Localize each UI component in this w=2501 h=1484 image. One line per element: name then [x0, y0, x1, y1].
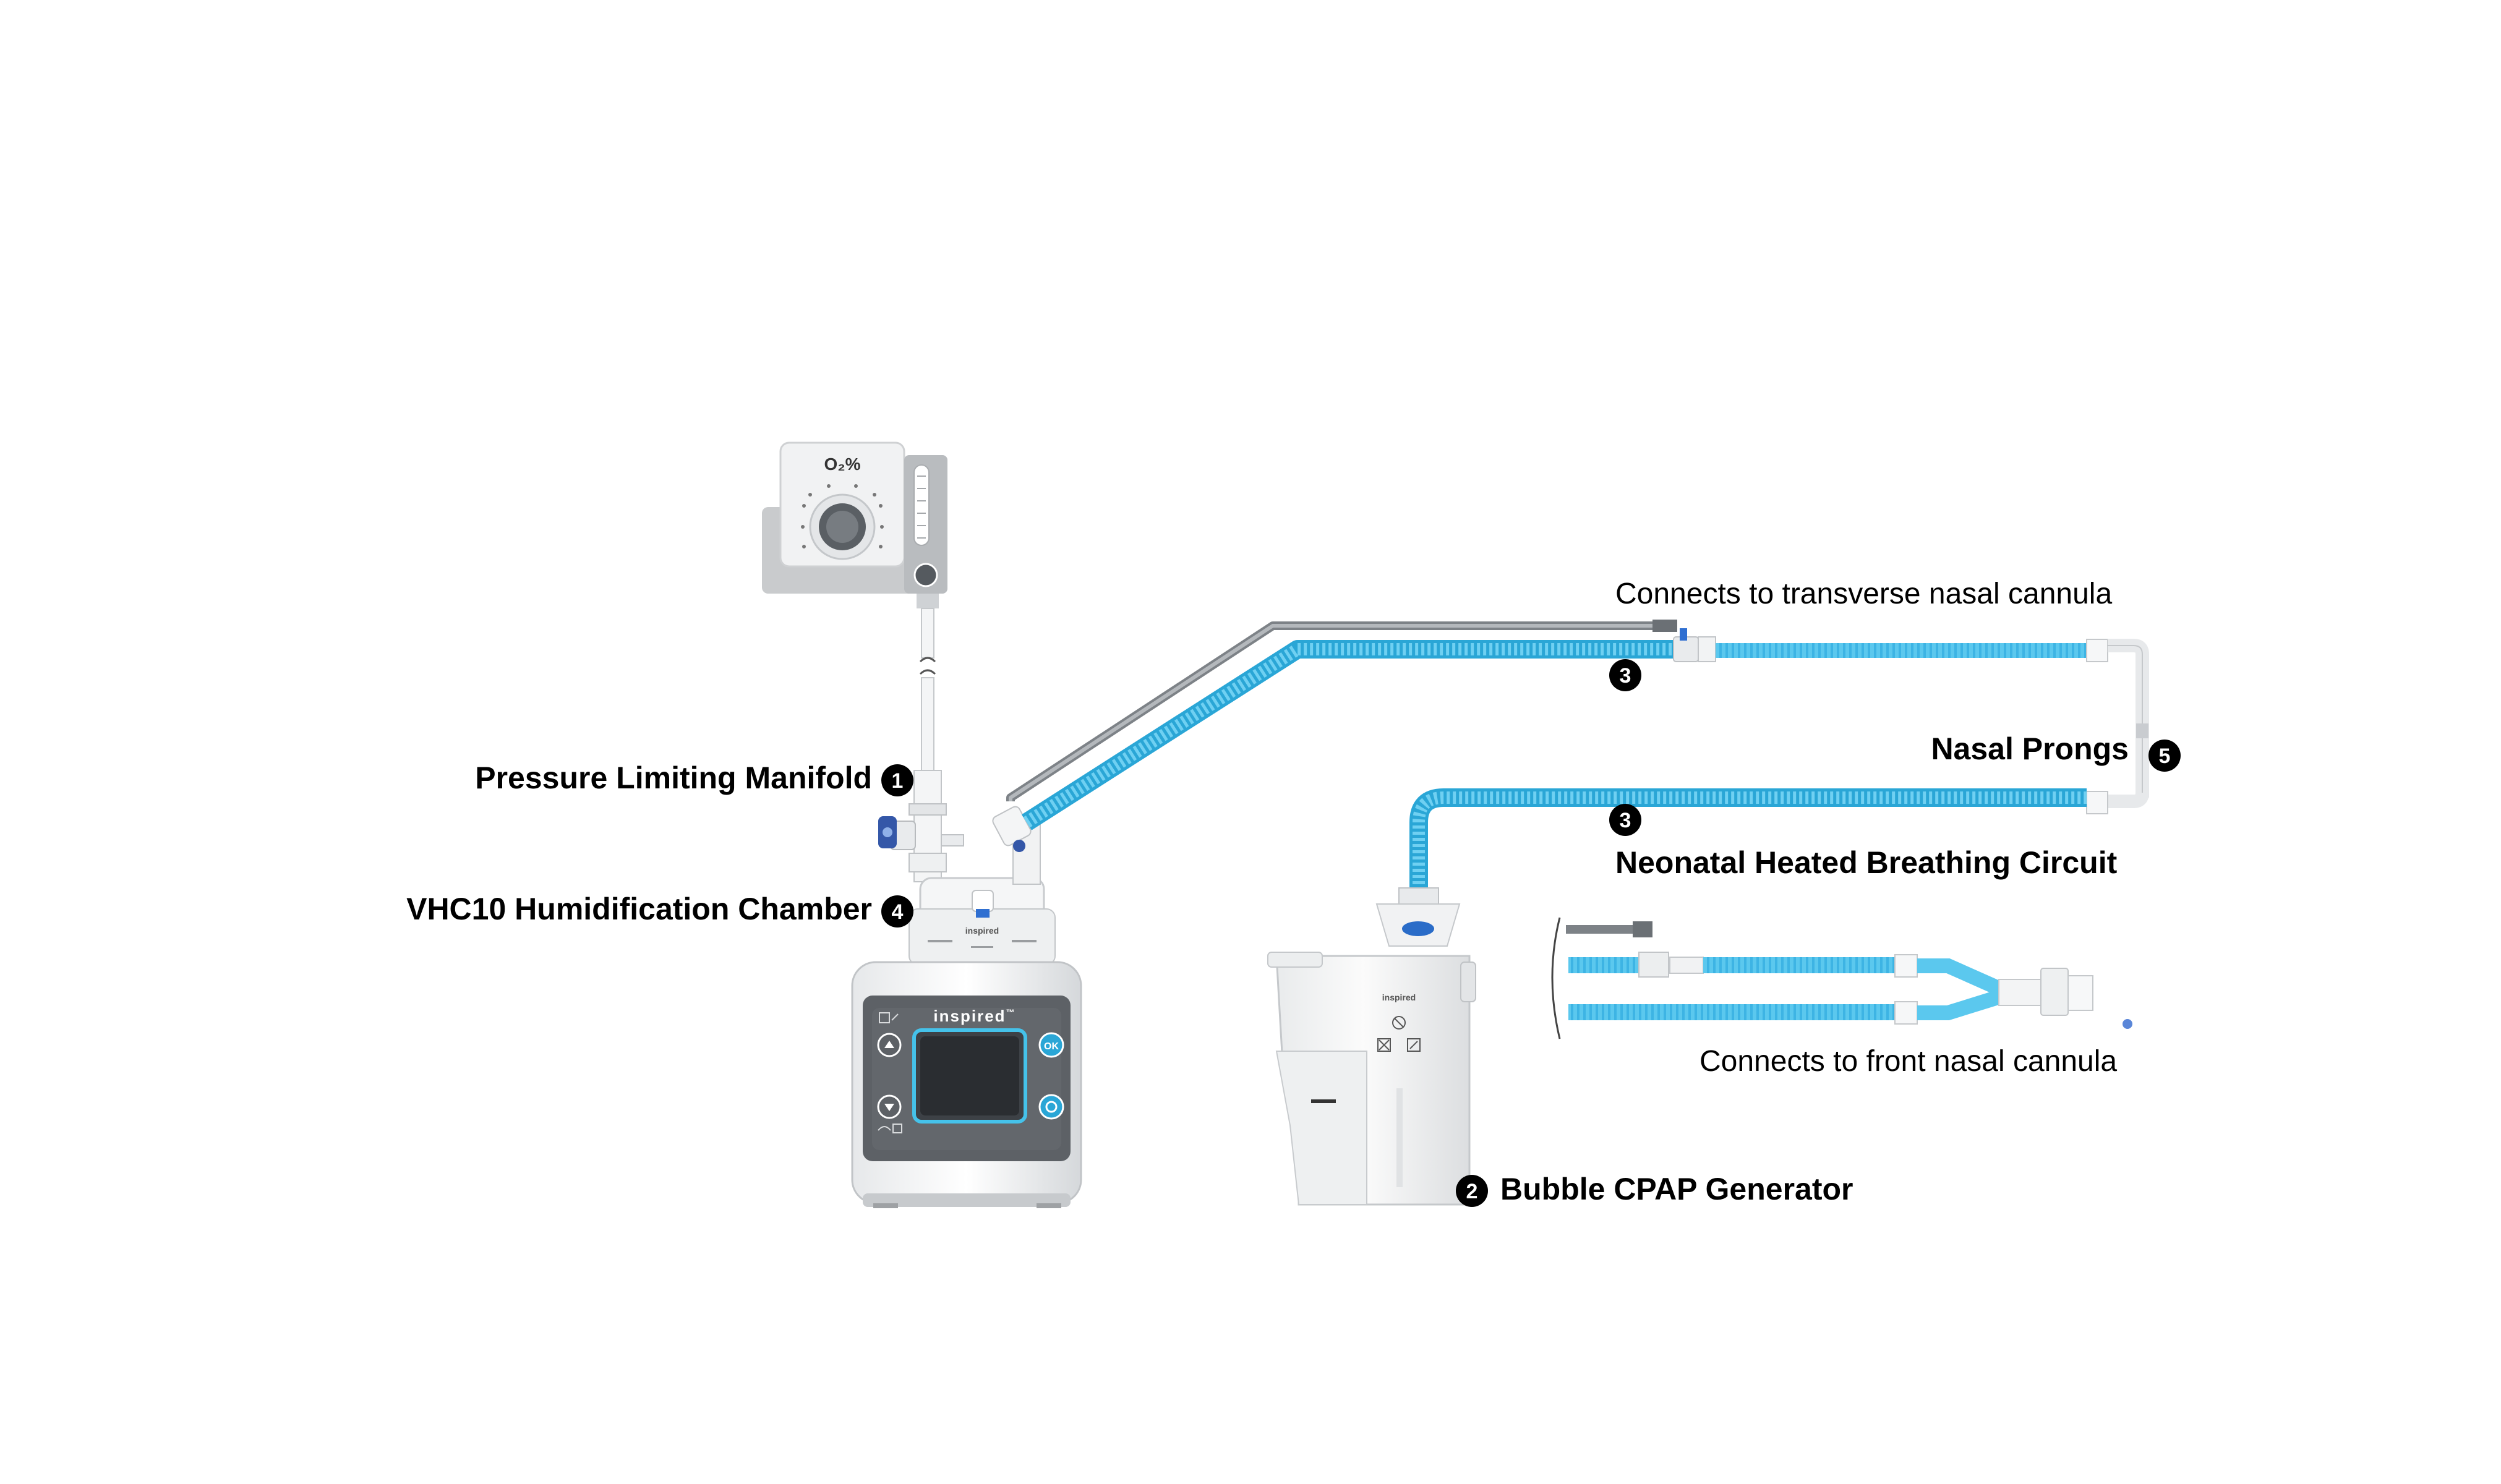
ok-button[interactable]	[1038, 1032, 1064, 1058]
callout-1: 1	[881, 764, 913, 796]
blender-o2-label: O₂%	[824, 454, 860, 474]
chamber-brand: inspired	[965, 926, 999, 936]
settings-button[interactable]	[1038, 1094, 1064, 1120]
callout-3-top: 3	[1609, 659, 1641, 691]
svg-text:4: 4	[892, 900, 904, 924]
bubble-cpap-generator: inspired	[1267, 887, 1476, 1206]
svg-text:3: 3	[1620, 664, 1631, 688]
svg-text:2: 2	[1466, 1180, 1478, 1203]
svg-text:3: 3	[1620, 809, 1631, 832]
svg-text:5: 5	[2159, 744, 2171, 768]
flow-adjust-knob[interactable]	[913, 563, 938, 587]
cpap-label-panel	[1377, 1016, 1421, 1052]
heated-breathing-circuit-upper	[1006, 620, 2108, 830]
humidifier-brand: inspired™	[933, 1007, 1015, 1025]
callout-2: 2	[1456, 1175, 1488, 1207]
gas-supply-line	[919, 608, 936, 771]
cpap-brand: inspired	[1382, 992, 1416, 1002]
heated-breathing-circuit-lower	[1409, 788, 2087, 890]
callout-3-bottom: 3	[1609, 804, 1641, 836]
label-humidification-chamber: VHC10 Humidification Chamber	[406, 892, 872, 926]
oxygen-blender: O₂%	[762, 441, 947, 608]
label-connects-transverse: Connects to transverse nasal cannula	[1615, 578, 2112, 610]
label-bubble-cpap: Bubble CPAP Generator	[1500, 1172, 1853, 1206]
callout-4: 4	[881, 895, 913, 927]
callout-5: 5	[2148, 740, 2181, 772]
dial-ticks	[801, 484, 884, 548]
label-connects-front: Connects to front nasal cannula	[1699, 1045, 2117, 1078]
label-pressure-limiting-manifold: Pressure Limiting Manifold	[475, 761, 872, 795]
front-cannula-circuit	[1551, 917, 2132, 1039]
ok-button-label: OK	[1044, 1041, 1059, 1052]
label-breathing-circuit: Neonatal Heated Breathing Circuit	[1615, 845, 2118, 880]
flow-tube-ticks	[917, 475, 926, 539]
nasal-prongs	[2086, 639, 2149, 814]
label-nasal-prongs: Nasal Prongs	[1931, 731, 2129, 766]
svg-text:1: 1	[892, 769, 904, 793]
inspired-humidifier: inspired™ OK	[851, 961, 1082, 1208]
left-panel-icons	[878, 1012, 902, 1133]
